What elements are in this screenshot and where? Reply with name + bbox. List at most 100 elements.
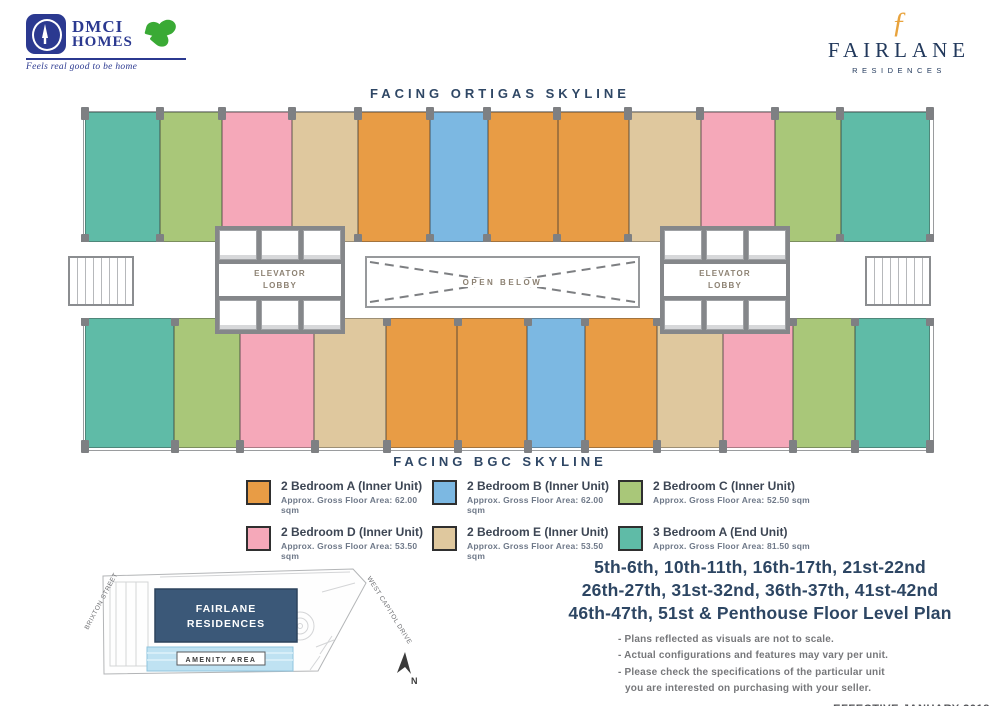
dmci-homes-logo: DMCI HOMES Feels real good to be home: [26, 14, 196, 72]
legend-unit-name: 2 Bedroom B (Inner Unit): [467, 479, 610, 493]
unit-row-top: [81, 107, 934, 247]
legend-item: 2 Bedroom E (Inner Unit)Approx. Gross Fl…: [432, 525, 618, 562]
structural-column: [81, 107, 89, 120]
structural-column: [851, 440, 859, 453]
unit-cell-orange: [386, 318, 458, 448]
floor-note: you are interested on purchasing with yo…: [625, 682, 872, 694]
site-amenity-label: AMENITY AREA: [186, 657, 257, 664]
structural-column: [171, 440, 179, 453]
unit-cell-green: [792, 318, 856, 448]
unit-cell-teal: [85, 318, 175, 448]
structural-column: [454, 313, 462, 326]
stairwell-right: [865, 256, 931, 306]
structural-column: [354, 107, 362, 120]
site-plan: FAIRLANE RESIDENCES AMENITY AREA BRIXTON…: [84, 568, 418, 686]
legend-unit-area: Approx. Gross Floor Area: 53.50 sqm: [281, 541, 418, 562]
structural-column: [836, 234, 844, 247]
legend-unit-area: Approx. Gross Floor Area: 53.50 sqm: [467, 541, 604, 562]
logo-divider: [26, 58, 186, 60]
structural-column: [236, 440, 244, 453]
legend-unit-area: Approx. Gross Floor Area: 81.50 sqm: [653, 541, 810, 552]
unit-cell-tan: [656, 318, 723, 448]
floor-level-title-line: 5th-6th, 10th-11th, 16th-17th, 21st-22nd: [594, 557, 926, 577]
structural-column: [426, 234, 434, 247]
floor-plan: ELEVATOR LOBBY OPEN BELOW ELEVATOR LOBBY: [65, 107, 935, 453]
dmci-logo-icon: [26, 14, 66, 54]
legend-unit-area: Approx. Gross Floor Area: 52.50 sqm: [653, 495, 810, 506]
structural-column: [553, 234, 561, 247]
legend-unit-name: 2 Bedroom D (Inner Unit): [281, 525, 424, 540]
structural-column: [926, 234, 934, 247]
structural-column: [81, 313, 89, 326]
legend-item: 2 Bedroom B (Inner Unit)Approx. Gross Fl…: [432, 479, 618, 515]
unit-cell-green: [775, 112, 841, 242]
elevator-lobby-left: ELEVATOR LOBBY: [215, 226, 345, 334]
legend-item: 3 Bedroom A (End Unit)Approx. Gross Floo…: [618, 525, 848, 561]
unit-cell-pink: [700, 112, 776, 242]
dmci-logo-line1: DMCI: [72, 17, 124, 36]
structural-column: [524, 313, 532, 326]
legend-unit-name: 3 Bedroom A (End Unit): [653, 525, 788, 540]
corridor-band: ELEVATOR LOBBY OPEN BELOW ELEVATOR LOBBY: [65, 226, 935, 334]
dmci-tagline: Feels real good to be home: [26, 62, 138, 72]
fairlane-flourish-icon: ƒ: [891, 6, 907, 39]
elevator-lobby-left-label: ELEVATOR LOBBY: [219, 264, 341, 296]
structural-column: [624, 234, 632, 247]
legend-unit-name: 2 Bedroom A (Inner Unit): [281, 479, 423, 493]
structural-column: [581, 313, 589, 326]
unit-cell-pink: [239, 318, 315, 448]
site-building: [154, 588, 298, 643]
unit-cell-orange: [557, 112, 629, 242]
unit-cell-blue: [527, 318, 585, 448]
structural-column: [81, 440, 89, 453]
floor-level-title-line: 26th-27th, 31st-32nd, 36th-37th, 41st-42…: [581, 580, 939, 601]
site-building-line1: FAIRLANE: [196, 603, 257, 615]
structural-column: [383, 313, 391, 326]
floor-note: - Actual configurations and features may…: [618, 650, 889, 662]
unit-cell-orange: [487, 112, 558, 242]
unit-cell-orange: [584, 318, 657, 448]
structural-column: [218, 107, 226, 120]
structural-column: [156, 234, 164, 247]
structural-column: [171, 313, 179, 326]
structural-column: [836, 107, 844, 120]
structural-column: [624, 107, 632, 120]
fairlane-logo: ƒ FAIRLANE RESIDENCES: [824, 6, 974, 76]
structural-column: [483, 234, 491, 247]
unit-cell-green: [174, 318, 240, 448]
floor-info: 5th-6th, 10th-11th, 16th-17th, 21st-22nd…: [530, 556, 990, 706]
structural-column: [524, 440, 532, 453]
facing-bgc-title: FACING BGC SKYLINE: [393, 454, 607, 469]
legend-item: 2 Bedroom A (Inner Unit)Approx. Gross Fl…: [246, 479, 432, 515]
unit-cell-tan: [292, 112, 359, 242]
structural-column: [653, 440, 661, 453]
legend-item: 2 Bedroom D (Inner Unit)Approx. Gross Fl…: [246, 525, 432, 562]
legend-item: 2 Bedroom C (Inner Unit) Approx. Gross Fl…: [618, 479, 848, 515]
elevator-lobby-right: ELEVATOR LOBBY: [660, 226, 790, 334]
legend-swatch: [432, 526, 457, 552]
open-below-label: OPEN BELOW: [458, 277, 547, 287]
site-building-line2: RESIDENCES: [187, 618, 265, 630]
dmci-logo-line2: HOMES: [72, 34, 133, 50]
legend-swatch: [432, 480, 457, 505]
floor-note: - Please check the specifications of the…: [618, 666, 885, 678]
unit-cell-green: [159, 112, 223, 242]
structural-column: [926, 313, 934, 326]
fairlane-logo-sub: RESIDENCES: [852, 66, 946, 75]
street-label-right: WEST CAPITOL DRIVE: [365, 575, 413, 645]
stairwell-left: [68, 256, 134, 306]
unit-cell-tan: [628, 112, 701, 242]
legend-unit-name: 2 Bedroom C (Inner Unit): [653, 479, 796, 493]
floor-level-title: 5th-6th, 10th-11th, 16th-17th, 21st-22nd…: [530, 556, 990, 625]
structural-column: [383, 440, 391, 453]
unit-cell-teal: [85, 112, 160, 242]
legend-swatch: [246, 480, 271, 505]
unit-row-bottom: [81, 313, 934, 453]
elevator-lobby-right-label: ELEVATOR LOBBY: [664, 264, 786, 296]
unit-cell-tan: [314, 318, 387, 448]
unit-cell-orange: [358, 112, 431, 242]
north-label: N: [411, 676, 418, 686]
structural-column: [354, 234, 362, 247]
floor-note: - Plans reflected as visuals are not to …: [618, 634, 834, 646]
unit-cell-orange: [457, 318, 528, 448]
